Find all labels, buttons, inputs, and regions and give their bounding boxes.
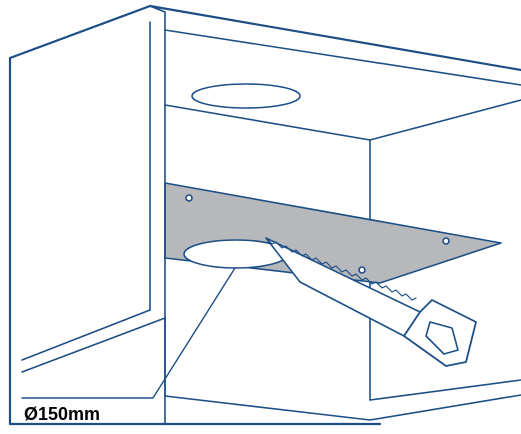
cabinet-outline — [8, 4, 521, 426]
screw-hole — [358, 266, 366, 274]
screw-hole — [442, 237, 450, 245]
top-duct-hole — [191, 83, 301, 109]
hand-saw-icon — [265, 237, 477, 367]
screw-hole — [185, 194, 193, 202]
cabinet-interior — [21, 21, 521, 421]
dimension-label: Ø150mm — [24, 404, 100, 424]
shelf-panel — [164, 182, 502, 284]
dimension-leader-line — [21, 267, 236, 399]
